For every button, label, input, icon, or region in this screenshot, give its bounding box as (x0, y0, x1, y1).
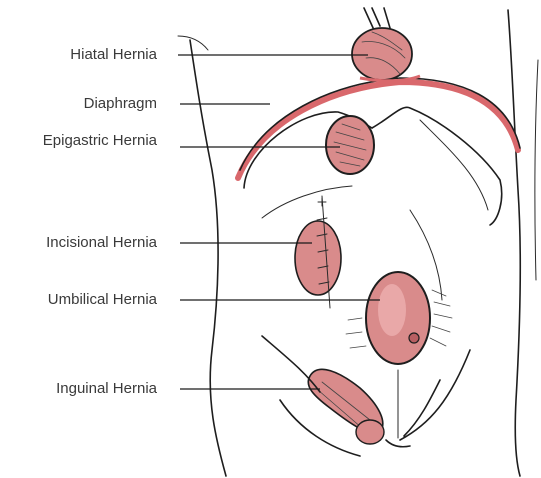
label-diaphragm: Diaphragm (84, 95, 157, 113)
groin-center (386, 440, 410, 447)
right-arm-line (535, 60, 538, 280)
torso-right-outline (508, 10, 520, 476)
incisional-hernia (295, 196, 341, 308)
label-umbilical-hernia: Umbilical Hernia (48, 291, 157, 309)
pelvis-right (400, 350, 470, 440)
umbilical-hernia (346, 272, 452, 364)
left-shoulder-line (178, 36, 208, 50)
epigastric-hernia (326, 116, 374, 174)
rib-right (372, 107, 502, 225)
label-inguinal-hernia: Inguinal Hernia (56, 380, 157, 398)
torso-left-outline (190, 40, 226, 476)
rib-left-inner (262, 186, 352, 218)
label-hiatal-hernia: Hiatal Hernia (70, 46, 157, 64)
inguinal-hernia (308, 369, 384, 444)
diaphragm-band (238, 82, 518, 178)
label-epigastric-hernia: Epigastric Hernia (43, 132, 157, 150)
esophagus (364, 8, 390, 30)
label-incisional-hernia: Incisional Hernia (46, 234, 157, 252)
